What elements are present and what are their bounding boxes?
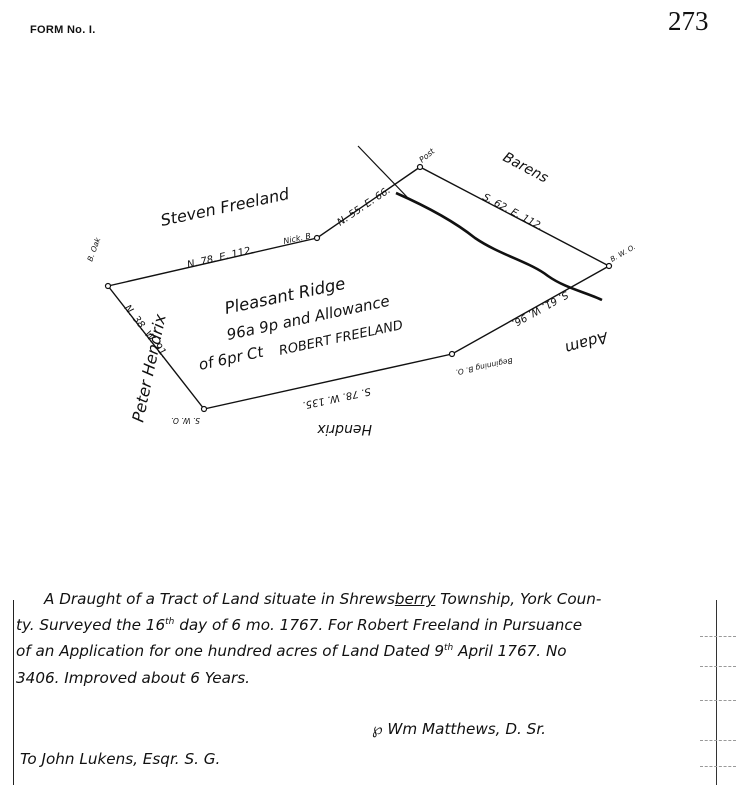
- caption-line-2: ty. Surveyed the 16th day of 6 mo. 1767.…: [16, 612, 656, 638]
- frame-right-rule: [716, 600, 717, 785]
- neighbor-northeast: Barens: [500, 149, 551, 186]
- corner-label-beginning: Beginning B. O.: [455, 356, 514, 377]
- caption-line-3-text: of an Application for one hundred acres …: [16, 642, 445, 661]
- neighbor-west: Peter Hendrix: [128, 312, 170, 424]
- form-label: FORM No. I.: [30, 24, 96, 36]
- corner-marker-post: [416, 163, 424, 171]
- corner-label-swo: S. W. O.: [171, 416, 200, 425]
- course-label-4: S. 61. W. 96.: [509, 288, 570, 328]
- caption-line-2-end: day of 6 mo. 1767. For Robert Freeland i…: [174, 616, 583, 635]
- corner-label-nick: Nick. B: [283, 231, 312, 246]
- road-line: [357, 145, 409, 199]
- caption-superscript: th: [165, 617, 175, 628]
- caption-superscript: th: [444, 643, 454, 654]
- edge-mark: [700, 766, 736, 767]
- caption-line-1-text: A Draught of a Tract of Land situate in …: [44, 590, 395, 608]
- corner-marker-swo: [200, 405, 208, 413]
- survey-map: N. 78. E. 112. N. 55. E. 66. S. 62. E. 1…: [85, 145, 637, 437]
- corner-label-nw: B. Oak: [85, 236, 102, 263]
- edge-mark: [700, 700, 736, 701]
- tract-owner-prefix: of 6pr Ct: [197, 342, 266, 373]
- corner-marker-nw: [104, 282, 112, 290]
- corner-label-bwo: B. W. O.: [609, 243, 637, 264]
- edge-mark: [700, 666, 736, 667]
- course-label-2: N. 55. E. 66.: [336, 185, 393, 229]
- course-label-3: S. 62. E. 112.: [481, 192, 545, 233]
- neighbor-east: Adam: [563, 328, 611, 358]
- surveyor-signature: ℘ Wm Matthews, D. Sr.: [372, 720, 547, 738]
- caption-line-3: of an Application for one hundred acres …: [16, 638, 656, 664]
- course-label-5: S. 78. W. 135.: [301, 385, 371, 410]
- caption-line-2-text: ty. Surveyed the 16: [16, 616, 166, 635]
- neighbor-south: Hendrix: [316, 421, 372, 437]
- caption-line-3-end: April 1767. No: [453, 642, 567, 661]
- creek-line: [395, 191, 603, 302]
- edge-mark: [700, 636, 736, 637]
- addressee-line: To John Lukens, Esqr. S. G.: [20, 750, 221, 768]
- edge-mark: [700, 740, 736, 741]
- caption-line-1: A Draught of a Tract of Land situate in …: [16, 586, 656, 612]
- survey-caption: A Draught of a Tract of Land situate in …: [16, 586, 656, 691]
- course-label-1: N. 78. E. 112.: [186, 245, 255, 271]
- caption-line-4: 3406. Improved about 6 Years.: [16, 668, 250, 687]
- frame-left-rule: [13, 600, 14, 785]
- corner-marker-nick: [313, 234, 321, 242]
- page-number: 273: [668, 6, 709, 36]
- corner-marker-bwo: [605, 262, 613, 270]
- caption-underlined-word: berry: [394, 590, 436, 608]
- neighbor-north: Steven Freeland: [159, 184, 292, 230]
- caption-line-1-end: Township, York Coun-: [435, 590, 602, 608]
- corner-marker-beginning: [448, 350, 456, 358]
- corner-label-post: Post: [418, 146, 437, 164]
